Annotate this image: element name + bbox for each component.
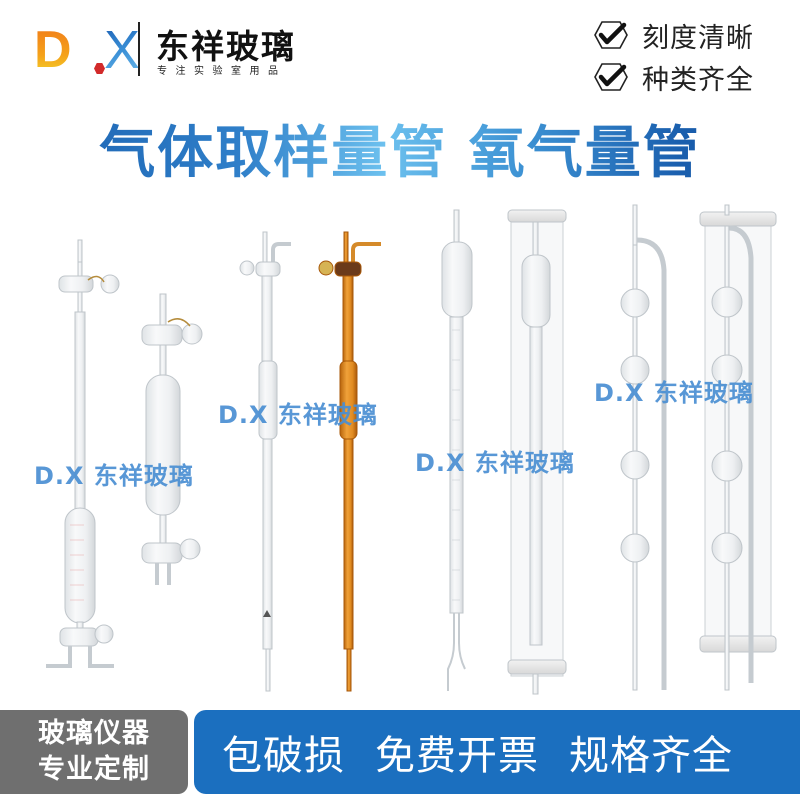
hexagon-check-icon (594, 21, 628, 49)
hexagon-check-icon (594, 63, 628, 91)
feature-label: 种类齐全 (642, 64, 754, 96)
product-6 (507, 209, 567, 695)
product-7 (620, 204, 667, 691)
logo-letter-d: D (34, 21, 72, 79)
custom-line: 玻璃仪器 (38, 718, 150, 749)
logo-dot-icon (94, 63, 105, 74)
watermark: D.X 东祥玻璃 (34, 462, 194, 490)
brand-logo: D X (30, 21, 140, 79)
feature-label: 刻度清晰 (642, 22, 754, 54)
service-item: 包破损 (222, 733, 345, 779)
service-item: 规格齐全 (569, 733, 733, 779)
service-banner: 包破损 免费开票 规格齐全 (194, 710, 800, 794)
product-4 (318, 231, 381, 692)
feature-item: 刻度清晰 (594, 14, 754, 56)
watermark: D.X 东祥玻璃 (218, 401, 378, 429)
brand-slogan: 专注实验室用品 (157, 66, 287, 77)
page-title: 气体取样量管 氧气量管 (0, 108, 800, 189)
feature-list: 刻度清晰 种类齐全 (594, 14, 754, 98)
custom-service-badge: 玻璃仪器 专业定制 (0, 710, 188, 794)
brand-name: 东祥玻璃 (156, 27, 296, 66)
product-illustrations (46, 204, 777, 695)
watermark: D.X 东祥玻璃 (594, 379, 754, 407)
feature-item: 种类齐全 (594, 56, 754, 98)
logo-letter-x: X (104, 20, 141, 80)
product-gallery: D.X 东祥玻璃 D.X 东祥玻璃 D.X 东祥玻璃 D.X 东祥玻璃 (0, 195, 800, 700)
service-item: 免费开票 (375, 733, 539, 779)
product-8 (699, 204, 777, 691)
product-5 (441, 209, 473, 691)
custom-line: 专业定制 (38, 754, 150, 785)
product-3 (239, 231, 291, 692)
brand-divider (138, 22, 140, 76)
product-2 (141, 293, 203, 585)
watermark: D.X 东祥玻璃 (415, 449, 575, 477)
product-1 (46, 239, 120, 668)
